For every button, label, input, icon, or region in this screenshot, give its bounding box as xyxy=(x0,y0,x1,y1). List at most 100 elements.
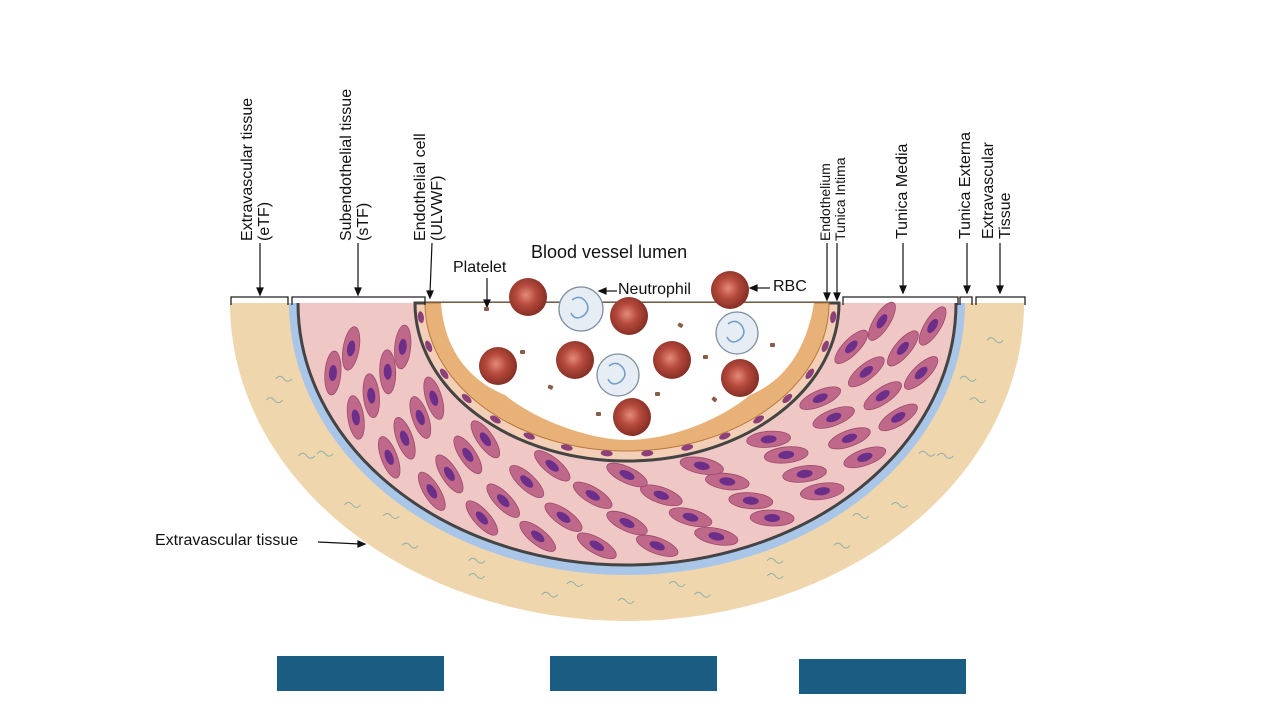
endothelial-nucleus xyxy=(417,311,424,324)
connective-fiber xyxy=(566,581,584,587)
smooth-muscle-cell xyxy=(694,527,739,546)
smooth-muscle-cell xyxy=(394,324,412,370)
connective-fiber xyxy=(298,452,316,459)
nav-button-1[interactable] xyxy=(277,656,444,691)
arrow-extravascular-bottom xyxy=(317,541,361,545)
label-endothelial-cell: Endothelial cell (ULVWF) xyxy=(412,133,446,241)
smooth-muscle-cell xyxy=(782,465,827,483)
smooth-muscle-cell xyxy=(843,446,887,469)
endothelial-cell-nuclei xyxy=(417,311,837,457)
smooth-muscle-cell xyxy=(379,349,397,395)
label-tunica-externa: Tunica Externa xyxy=(957,132,974,239)
smooth-muscle-cell xyxy=(572,481,613,509)
smooth-muscle-cell xyxy=(393,417,416,460)
smooth-muscle-cell xyxy=(606,462,648,488)
rbc-cell xyxy=(653,341,691,379)
rbc-cell xyxy=(479,347,517,385)
smooth-muscle-cell xyxy=(486,483,520,518)
smooth-muscle-cell xyxy=(435,454,464,494)
endothelial-nucleus xyxy=(782,393,793,404)
smooth-muscle-cell xyxy=(834,329,869,364)
smooth-muscle-cell xyxy=(878,403,918,432)
bracket-extravascular-left xyxy=(230,296,289,305)
platelet xyxy=(711,396,718,403)
connective-tissue-fibers xyxy=(265,337,1004,604)
rbc-cell xyxy=(721,359,759,397)
rbc-cell xyxy=(509,278,547,316)
endothelial-nucleus xyxy=(719,432,731,440)
label-extravascular-tissue-etf: Extravascular tissue (eTF) xyxy=(239,98,273,241)
nav-button-2[interactable] xyxy=(550,656,717,691)
endothelial-nucleus xyxy=(821,340,829,352)
connective-fiber xyxy=(969,397,987,404)
connective-fiber xyxy=(468,573,486,579)
smooth-muscle-cell xyxy=(799,482,845,501)
endothelial-nucleus xyxy=(830,311,837,324)
smooth-muscle-cell xyxy=(847,356,885,388)
connective-fiber xyxy=(541,591,559,598)
label-blood-vessel-lumen: Blood vessel lumen xyxy=(531,242,688,262)
label-line: (ULVWF) xyxy=(429,175,446,241)
label-tunica-intima: Tunica Intima xyxy=(832,157,848,241)
smooth-muscle-cell xyxy=(728,492,774,510)
connective-fiber xyxy=(986,337,1004,344)
label-line: Tunica Externa xyxy=(957,131,974,239)
smooth-muscle-cell xyxy=(362,373,380,419)
label-extravascular-tissue-bottom: Extravascular tissue xyxy=(155,532,299,549)
smooth-muscle-cell xyxy=(606,510,648,536)
label-line: Subendothelial tissue xyxy=(338,88,355,241)
smooth-muscle-cells xyxy=(324,301,947,560)
endothelial-nucleus xyxy=(641,450,654,457)
rbc-cell xyxy=(711,271,749,309)
connective-fiber xyxy=(891,502,908,508)
smooth-muscle-cell xyxy=(799,386,842,410)
connective-fiber xyxy=(668,581,686,587)
layer-brackets xyxy=(230,296,1026,305)
connective-fiber xyxy=(959,375,977,382)
endothelial-nucleus xyxy=(600,450,613,457)
smooth-muscle-cell xyxy=(324,350,342,396)
arrow-endothelial-cell xyxy=(429,242,433,294)
rbc-cell xyxy=(610,297,648,335)
connective-fiber xyxy=(468,557,486,564)
connective-fiber xyxy=(852,513,870,519)
endothelial-nucleus xyxy=(560,444,573,451)
connective-fiber xyxy=(382,513,400,519)
smooth-muscle-cell xyxy=(887,330,919,367)
endothelial-nucleus xyxy=(753,415,764,424)
endothelial-nucleus xyxy=(681,444,694,451)
label-platelet: Platelet xyxy=(453,259,507,276)
connective-fiber xyxy=(275,375,293,382)
connective-fiber xyxy=(401,542,419,549)
internal-elastic-lamina xyxy=(296,302,958,567)
neutrophil-cell xyxy=(596,353,640,397)
label-line: Tunica Media xyxy=(894,143,911,239)
smooth-muscle-cell xyxy=(534,450,571,482)
platelet xyxy=(703,355,708,359)
connective-fiber xyxy=(344,502,361,508)
label-line: Extravascular xyxy=(980,142,997,239)
platelet xyxy=(484,307,489,311)
connective-fiber xyxy=(918,450,936,457)
bracket-tunica-media xyxy=(842,296,959,305)
endothelial-nucleus xyxy=(805,368,815,379)
connective-fiber xyxy=(265,397,283,404)
connective-fiber xyxy=(693,591,711,598)
smooth-muscle-cell xyxy=(519,520,557,552)
label-line: Endothelium xyxy=(817,163,833,241)
nav-button-3[interactable] xyxy=(799,659,966,694)
smooth-muscle-cell xyxy=(828,427,871,450)
smooth-muscle-cell xyxy=(639,484,683,507)
label-neutrophil: Neutrophil xyxy=(618,281,691,298)
label-tunica-media: Tunica Media xyxy=(894,144,911,239)
label-subendothelial-tissue: Subendothelial tissue (sTF) xyxy=(338,89,372,241)
smooth-muscle-cell xyxy=(863,381,902,411)
endothelial-nucleus xyxy=(461,393,472,404)
smooth-muscle-cell xyxy=(636,534,679,557)
label-line: Tunica Intima xyxy=(832,157,848,241)
label-line: Tissue xyxy=(997,192,1014,239)
connective-fiber xyxy=(766,557,784,564)
label-endothelium: Endothelium xyxy=(817,163,833,241)
platelet xyxy=(677,322,684,328)
